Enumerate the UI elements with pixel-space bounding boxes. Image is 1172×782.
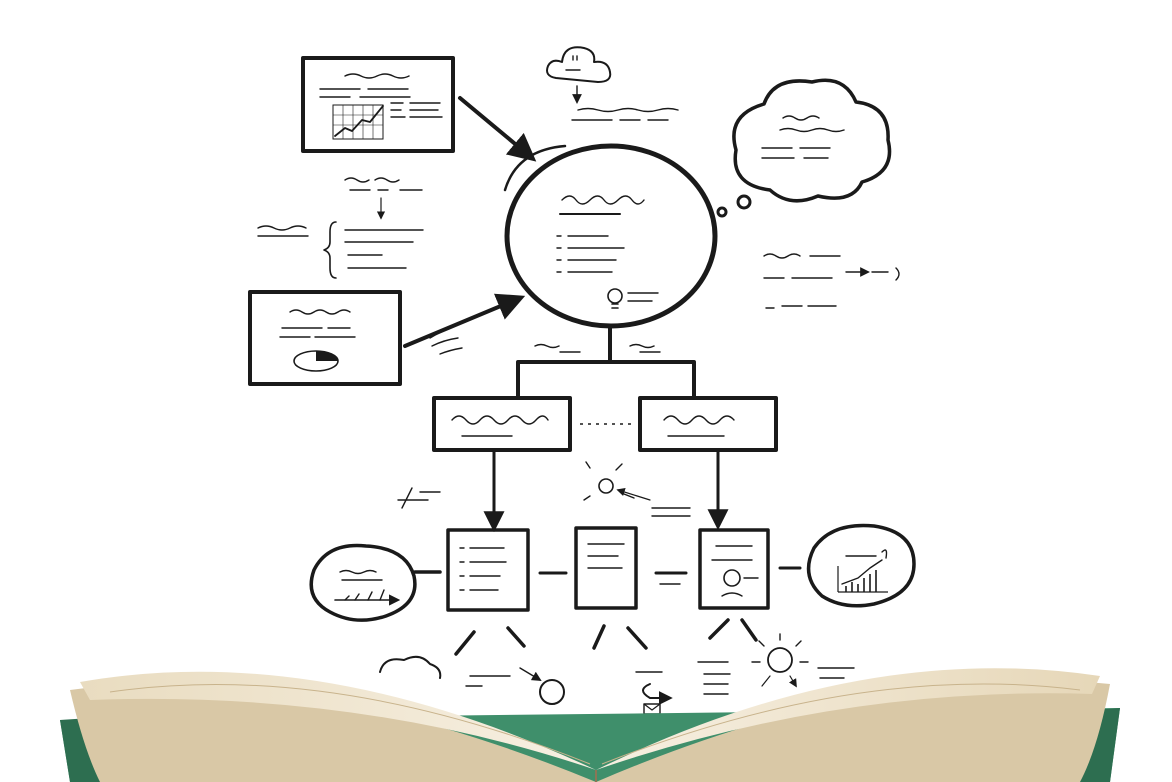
right-page-block (596, 680, 1110, 782)
tree-connector (516, 324, 696, 398)
productivity-box (432, 396, 572, 452)
list-page-middle (574, 526, 638, 610)
left-pages (80, 671, 596, 770)
arrow-plan-to-center (403, 293, 526, 348)
growth-chart-icon (837, 559, 888, 593)
left-progress-blob (309, 543, 442, 622)
compass-scribble (397, 487, 441, 509)
right-chart-blob (806, 523, 916, 608)
chart-sketch-frame (301, 56, 455, 153)
right-formula-notes (763, 253, 900, 309)
central-business-node (503, 143, 718, 329)
result-page-right (698, 528, 770, 610)
cloud-note-scribble (571, 107, 679, 121)
arrow-annotation-scribble (429, 327, 463, 355)
right-pages (596, 668, 1100, 770)
left-formula-notes (257, 177, 424, 279)
list-page-left (446, 528, 530, 612)
open-book (60, 668, 1120, 782)
pie-chart-icon (293, 350, 339, 372)
left-page-block (70, 684, 596, 782)
cloud-icon (546, 46, 612, 83)
thought-bubble-icon (716, 78, 892, 218)
arrow-chart-to-center (458, 96, 537, 162)
lightbulb-icon (751, 633, 809, 686)
quality-box (638, 396, 778, 452)
plan-sketch-frame (248, 290, 402, 386)
bottom-branches (379, 618, 855, 715)
email-scribble (583, 461, 691, 517)
lightbulb-icon (607, 288, 659, 309)
envelope-icon (643, 703, 661, 715)
growth-chart-icon (332, 104, 384, 140)
